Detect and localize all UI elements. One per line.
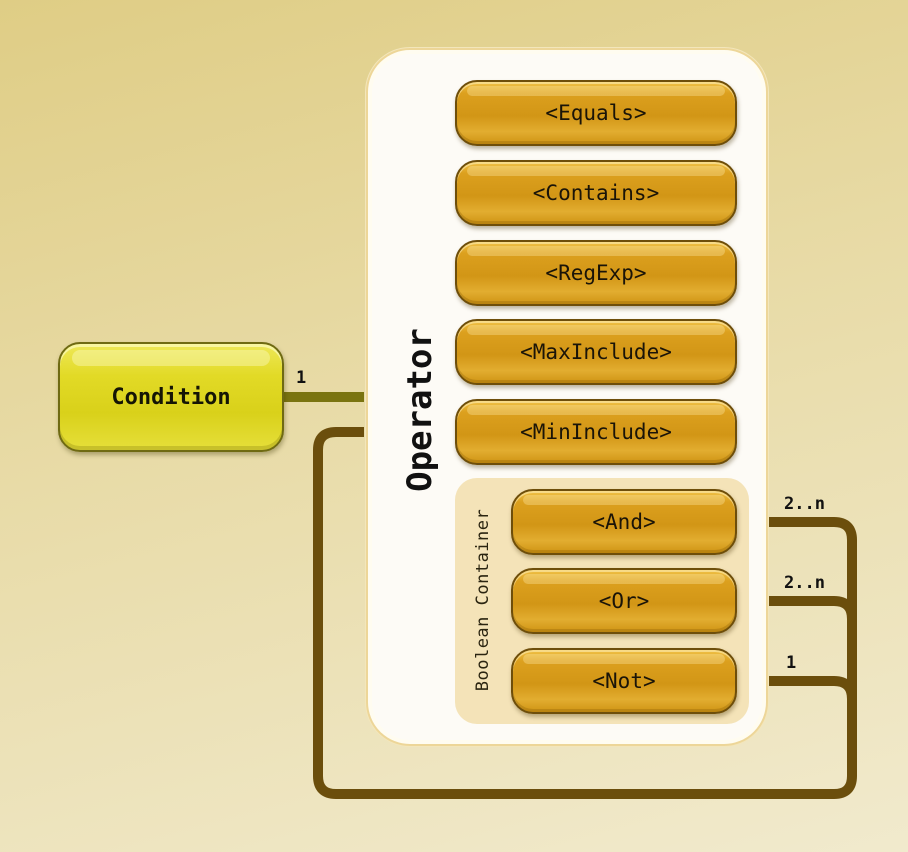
mininclude-node[interactable]: <MinInclude> <box>455 399 737 465</box>
not-multiplicity: 1 <box>786 653 797 673</box>
regexp-node[interactable]: <RegExp> <box>455 240 737 306</box>
condition-node[interactable]: Condition <box>58 342 284 452</box>
contains-node[interactable]: <Contains> <box>455 160 737 226</box>
or-connector <box>738 596 857 650</box>
or-multiplicity: 2..n <box>784 573 825 593</box>
not-node[interactable]: <Not> <box>511 648 737 714</box>
condition-multiplicity: 1 <box>296 368 307 388</box>
maxinclude-node[interactable]: <MaxInclude> <box>455 319 737 385</box>
or-node[interactable]: <Or> <box>511 568 737 634</box>
not-connector <box>738 676 857 740</box>
operator-return-connector <box>313 427 857 799</box>
and-node[interactable]: <And> <box>511 489 737 555</box>
and-multiplicity: 2..n <box>784 494 825 514</box>
equals-node[interactable]: <Equals> <box>455 80 737 146</box>
